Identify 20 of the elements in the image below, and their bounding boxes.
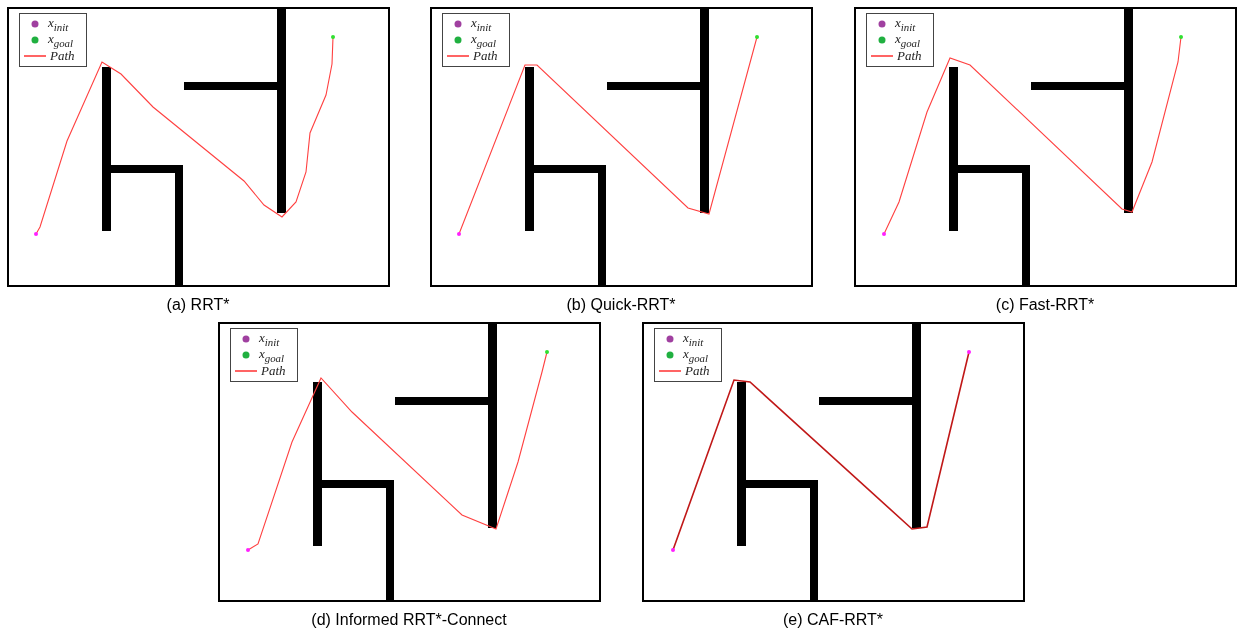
legend-label: x$_{goal}$ bbox=[471, 31, 497, 49]
figure-caption: (a) RRT* bbox=[166, 296, 230, 314]
legend-label: x$_{init}$ bbox=[683, 330, 704, 348]
legend-label: Path bbox=[473, 48, 498, 64]
legend-label: Path bbox=[261, 363, 286, 379]
legend-label: x$_{goal}$ bbox=[48, 31, 74, 49]
figure-caption: (e) CAF-RRT* bbox=[782, 611, 884, 629]
legend-label: x$_{goal}$ bbox=[259, 346, 285, 364]
legend-label: Path bbox=[685, 363, 710, 379]
figure-caption: (c) Fast-RRT* bbox=[995, 296, 1095, 314]
legend-label: x$_{goal}$ bbox=[683, 346, 709, 364]
figure-caption: (d) Informed RRT*-Connect bbox=[311, 611, 507, 629]
figure-caption: (b) Quick-RRT* bbox=[566, 296, 676, 314]
legend-label: x$_{init}$ bbox=[48, 15, 69, 33]
legend-label: x$_{init}$ bbox=[471, 15, 492, 33]
legend-label: Path bbox=[897, 48, 922, 64]
legend-label: Path bbox=[50, 48, 75, 64]
legend-label: x$_{goal}$ bbox=[895, 31, 921, 49]
legend-label: x$_{init}$ bbox=[895, 15, 916, 33]
legend-label: x$_{init}$ bbox=[259, 330, 280, 348]
